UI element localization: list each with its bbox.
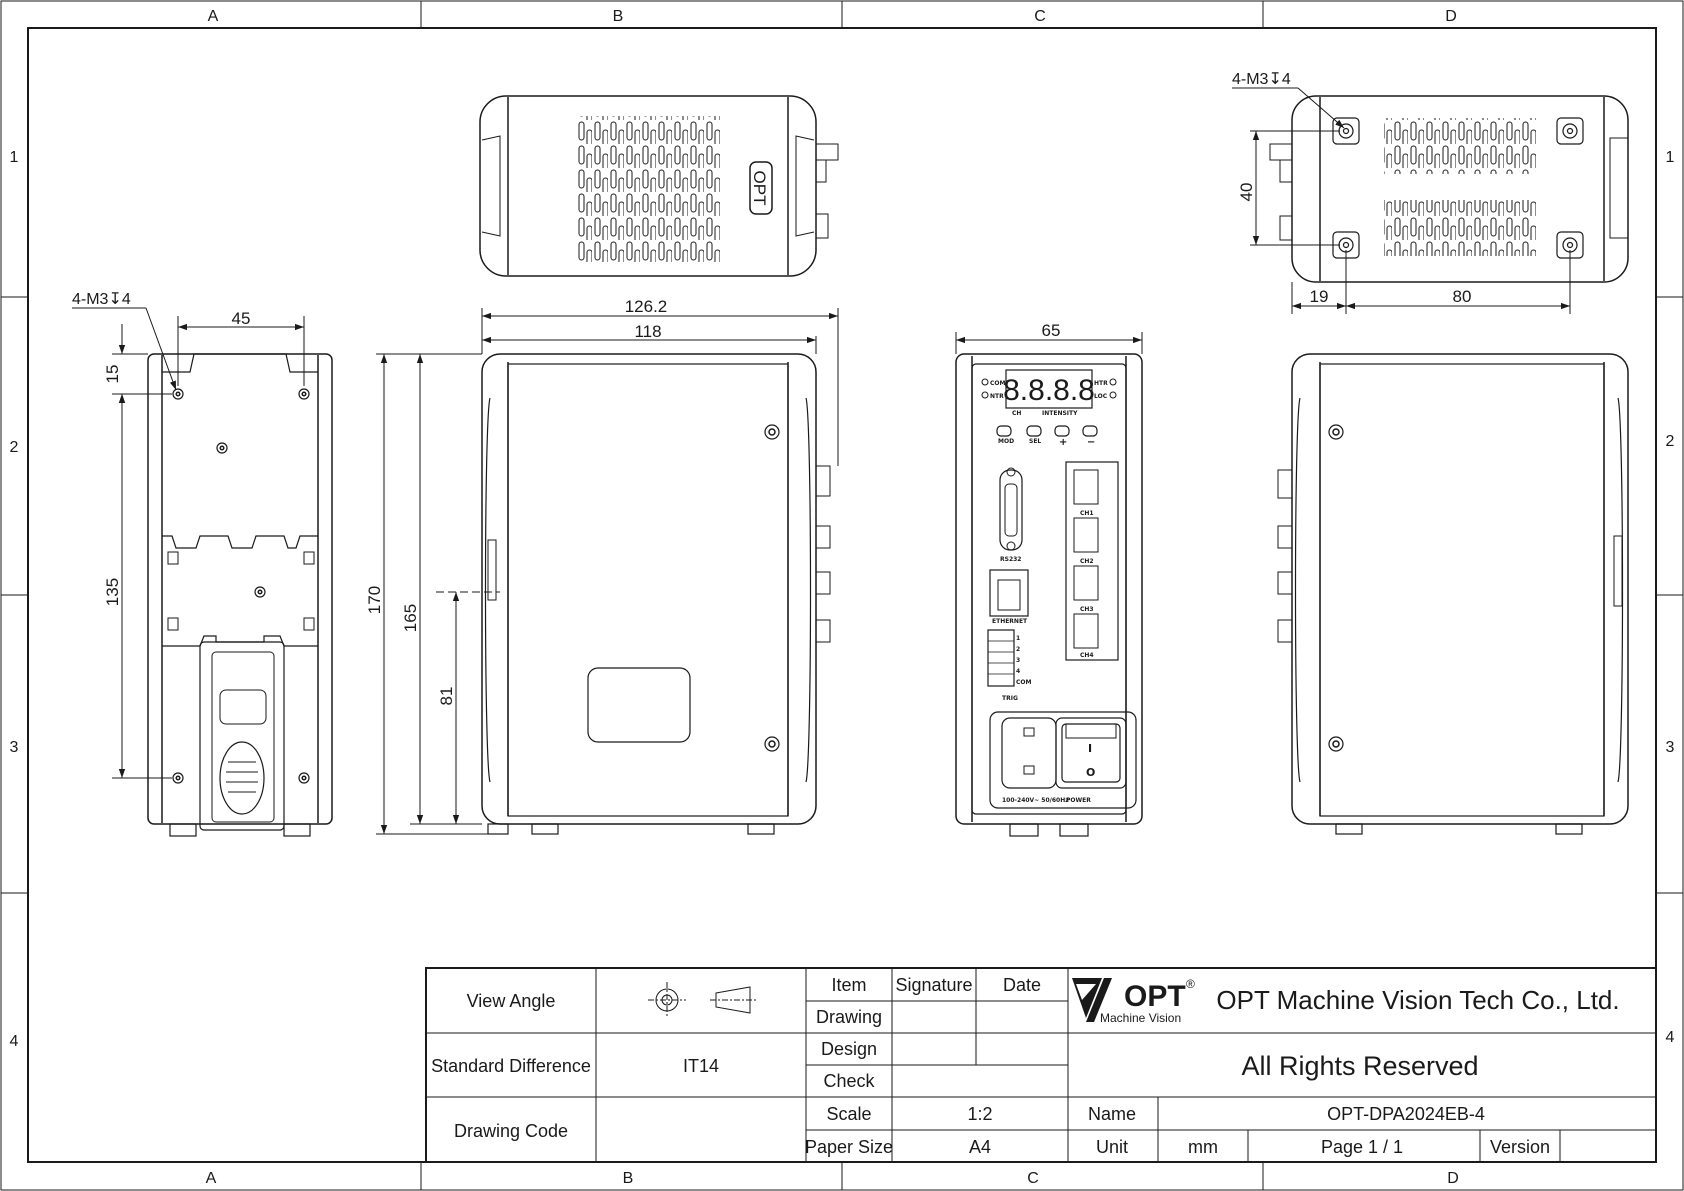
label-ch2: CH2 [1080,558,1094,565]
right-side-view [1277,353,1629,835]
date-label: Date [1003,975,1041,995]
label-ch1: CH1 [1080,510,1094,517]
frame-labels: A B C D A B C D 1 2 3 4 1 2 3 4 [10,8,1675,1187]
front-dim-65: 65 [1042,321,1061,340]
bottom-dim-15: 15 [103,365,122,384]
rear-dim-40: 40 [1237,183,1256,202]
unit-label: Unit [1096,1137,1128,1157]
bottom-dim-135: 135 [103,578,122,606]
side-dim-170: 170 [365,586,384,614]
side-dim-165: 165 [401,604,420,632]
rights-reserved: All Rights Reserved [1241,1051,1478,1081]
logo-text: OPT [1124,980,1186,1013]
scale-value: 1:2 [967,1104,992,1124]
item-label: Item [831,975,866,995]
name-label: Name [1088,1104,1136,1124]
title-block: OPT ® Machine Vision View Angle Standard… [425,967,1657,1163]
label-loc: LOC [1094,393,1108,400]
projection-symbol-icon [648,982,758,1018]
led-display: 8.8.8.8 [1003,374,1095,407]
signature-label: Signature [895,975,972,995]
label-trig-pin-4: 4 [1016,668,1020,675]
bottom-hole-callout: 4-M3↧4 [72,291,131,308]
side-dim-126-2: 126.2 [625,297,668,316]
company-name: OPT Machine Vision Tech Co., Ltd. [1216,985,1619,1015]
label-power: POWER [1066,797,1091,804]
col-label-c-top: C [1034,8,1046,25]
side-view: 126.2 118 170 165 81 [365,297,839,835]
rear-dim-19: 19 [1310,287,1329,306]
row-label-4-right: 4 [1666,1029,1675,1046]
name-value: OPT-DPA2024EB-4 [1327,1104,1485,1124]
col-label-a-top: A [208,8,219,25]
drawing-code-label: Drawing Code [454,1121,568,1141]
top-view-logo: OPT [750,171,769,206]
row-label-1-left: 1 [10,149,19,166]
standard-difference-label: Standard Difference [431,1056,591,1076]
rear-view: 40 19 80 4-M3↧4 [1232,71,1629,314]
col-label-b-bottom: B [623,1170,634,1187]
label-minus: − [1087,437,1095,448]
row-label-3-left: 3 [10,739,19,756]
rear-dim-80: 80 [1453,287,1472,306]
logo-registered: ® [1186,977,1195,991]
label-power-rating: 100-240V~ 50/60Hz [1002,797,1069,804]
side-dim-81: 81 [437,687,456,706]
label-ntr: NTR [990,393,1004,400]
version-label: Version [1490,1137,1550,1157]
label-trig: TRIG [1002,695,1018,702]
rear-hole-callout: 4-M3↧4 [1232,71,1291,88]
scale-label: Scale [826,1104,871,1124]
bottom-dim-45: 45 [232,309,251,328]
unit-value: mm [1188,1137,1218,1157]
label-mod: MOD [998,438,1014,445]
row-label-4-left: 4 [10,1033,19,1050]
label-trig-pin-1: 1 [1016,635,1020,642]
design-label: Design [821,1039,877,1059]
col-label-d-top: D [1445,8,1457,25]
top-view: OPT [479,95,839,277]
label-ch: CH [1012,410,1021,417]
front-panel-view: 8.8.8.8 COM N [955,321,1143,837]
label-ch4: CH4 [1080,652,1094,659]
row-label-3-right: 3 [1666,739,1675,756]
label-switch-off: O [1086,766,1095,779]
label-plus: + [1059,437,1067,448]
row-label-1-right: 1 [1666,149,1675,166]
label-rs232: RS232 [1000,556,1021,563]
col-label-a-bottom: A [206,1170,217,1187]
col-label-d-bottom: D [1447,1170,1459,1187]
label-intensity: INTENSITY [1042,410,1078,417]
row-label-2-left: 2 [10,439,19,456]
side-dim-118: 118 [634,322,661,341]
label-ethernet: ETHERNET [992,618,1028,625]
label-trig-pin-com: COM [1016,679,1032,686]
opt-logo: OPT ® Machine Vision [1072,977,1195,1025]
drawing-label: Drawing [816,1007,882,1027]
view-angle-label: View Angle [467,991,556,1011]
label-trig-pin-2: 2 [1016,646,1020,653]
col-label-c-bottom: C [1027,1170,1039,1187]
page-value: Page 1 / 1 [1321,1137,1403,1157]
paper-size-value: A4 [969,1137,991,1157]
label-sel: SEL [1029,438,1041,445]
label-trig-pin-3: 3 [1016,657,1020,664]
label-htr: HTR [1094,380,1108,387]
label-ch3: CH3 [1080,606,1094,613]
logo-subtitle: Machine Vision [1100,1011,1181,1025]
label-switch-on: I [1088,742,1092,755]
standard-difference-value: IT14 [683,1056,719,1076]
paper-size-label: Paper Size [805,1137,893,1157]
label-com: COM [990,380,1006,387]
col-label-b-top: B [613,8,624,25]
check-label: Check [823,1071,875,1091]
bottom-view: 45 15 135 4-M3↧4 [72,291,333,837]
row-label-2-right: 2 [1666,433,1675,450]
